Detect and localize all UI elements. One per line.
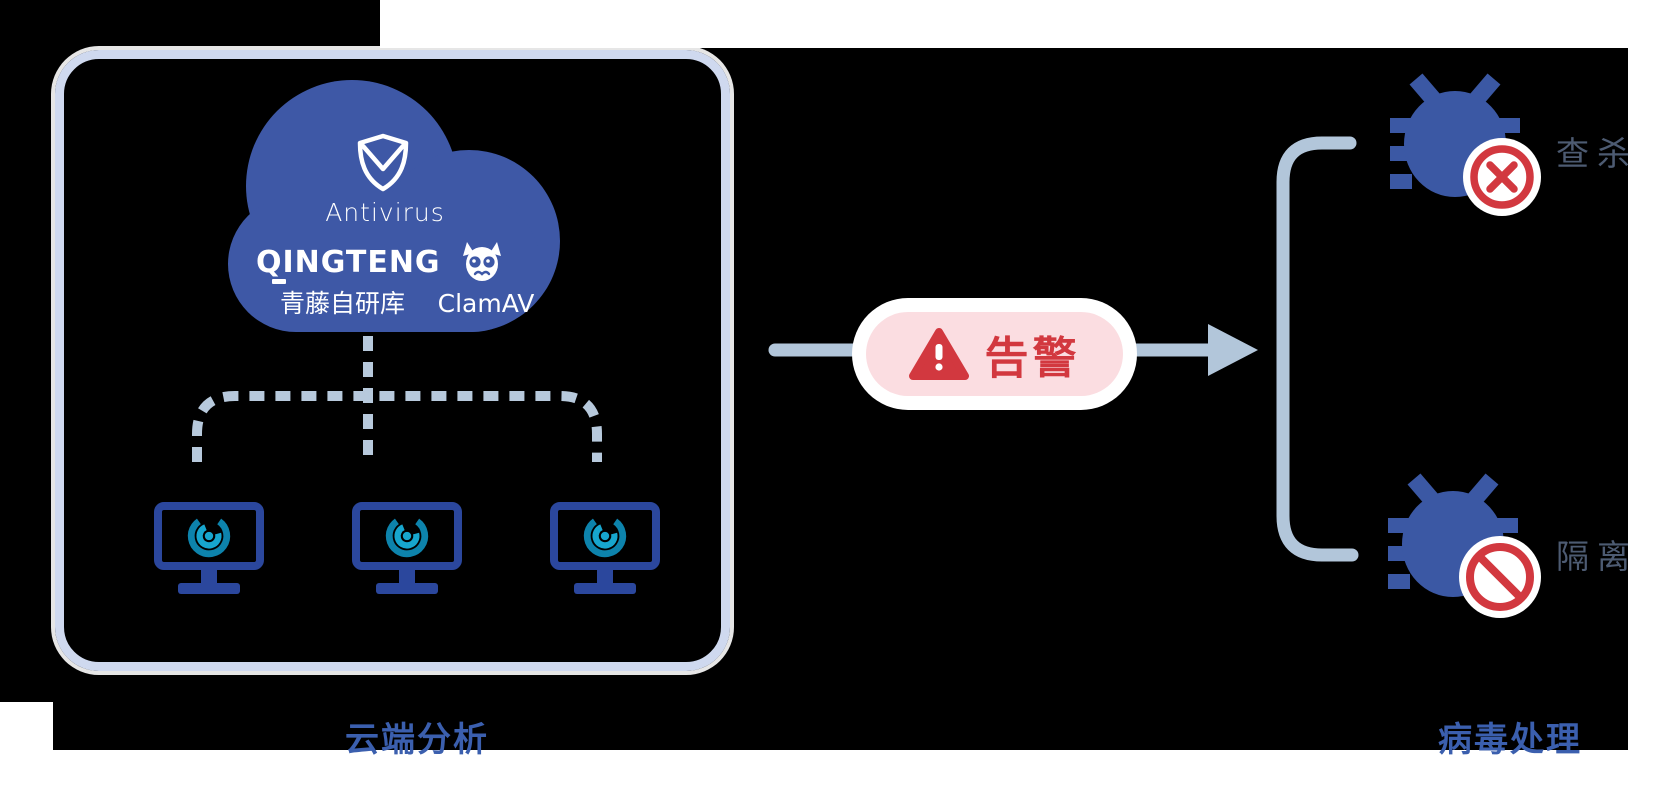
agent-monitor <box>154 502 264 597</box>
alert-badge: 告警 <box>852 298 1137 410</box>
monitor-screen <box>352 502 462 570</box>
qingteng-db-label: 青藤自研库 <box>279 289 405 318</box>
qingteng-q-underbar <box>272 279 286 284</box>
virus-handling-bracket <box>1276 136 1359 562</box>
shield-check-icon <box>357 133 409 192</box>
radar-swirl-icon <box>583 514 627 558</box>
devil-mascot-icon <box>463 242 501 281</box>
page-white-bottom-left-notch <box>0 702 53 752</box>
clamav-label: ClamAV <box>437 289 535 318</box>
qingteng-wordmark: QINGTENG <box>256 245 441 280</box>
cloud-analysis-title: 云端分析 <box>345 720 489 760</box>
kill-label: 查杀 <box>1556 134 1638 173</box>
dashed-connector-lines <box>192 336 602 462</box>
cloud-analysis-panel <box>55 50 730 671</box>
alert-label: 告警 <box>984 333 1081 384</box>
monitor-stand <box>597 570 613 583</box>
monitor-stand <box>201 570 217 583</box>
monitor-stand <box>399 570 415 583</box>
circle-x-icon <box>1463 138 1541 216</box>
radar-swirl-icon <box>187 514 231 558</box>
monitor-base <box>574 583 636 594</box>
alert-badge-inner: 告警 <box>866 312 1123 396</box>
prohibition-icon <box>1459 536 1541 618</box>
page-white-bottom-band <box>0 750 1680 800</box>
monitor-base <box>178 583 240 594</box>
warning-triangle-icon <box>908 328 969 380</box>
virus-handling-title: 病毒处理 <box>1438 720 1582 760</box>
monitor-screen <box>154 502 264 570</box>
antivirus-label: Antivirus <box>325 198 445 227</box>
quarantine-label: 隔离 <box>1556 537 1638 576</box>
monitor-base <box>376 583 438 594</box>
agent-monitor <box>550 502 660 597</box>
page-white-right-column <box>1628 0 1680 800</box>
page-white-top-band <box>380 0 1680 48</box>
radar-swirl-icon <box>385 514 429 558</box>
agent-monitor <box>352 502 462 597</box>
monitor-screen <box>550 502 660 570</box>
